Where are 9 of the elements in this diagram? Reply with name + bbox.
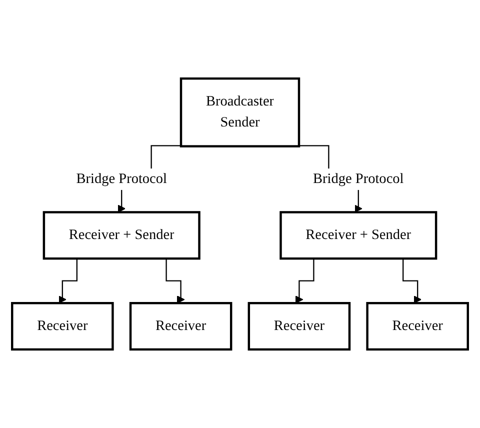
edge-label: Bridge Protocol — [313, 171, 404, 186]
edge-label: Bridge Protocol — [76, 171, 167, 186]
node-box: Receiver + Sender — [280, 211, 438, 260]
node-box: Receiver — [129, 302, 232, 351]
node-box: Receiver + Sender — [42, 211, 200, 260]
node-box: Receiver — [248, 302, 351, 351]
node-box: Broadcaster Sender — [180, 77, 300, 148]
node-box: Receiver — [366, 302, 469, 351]
node-box: Receiver — [11, 302, 114, 351]
